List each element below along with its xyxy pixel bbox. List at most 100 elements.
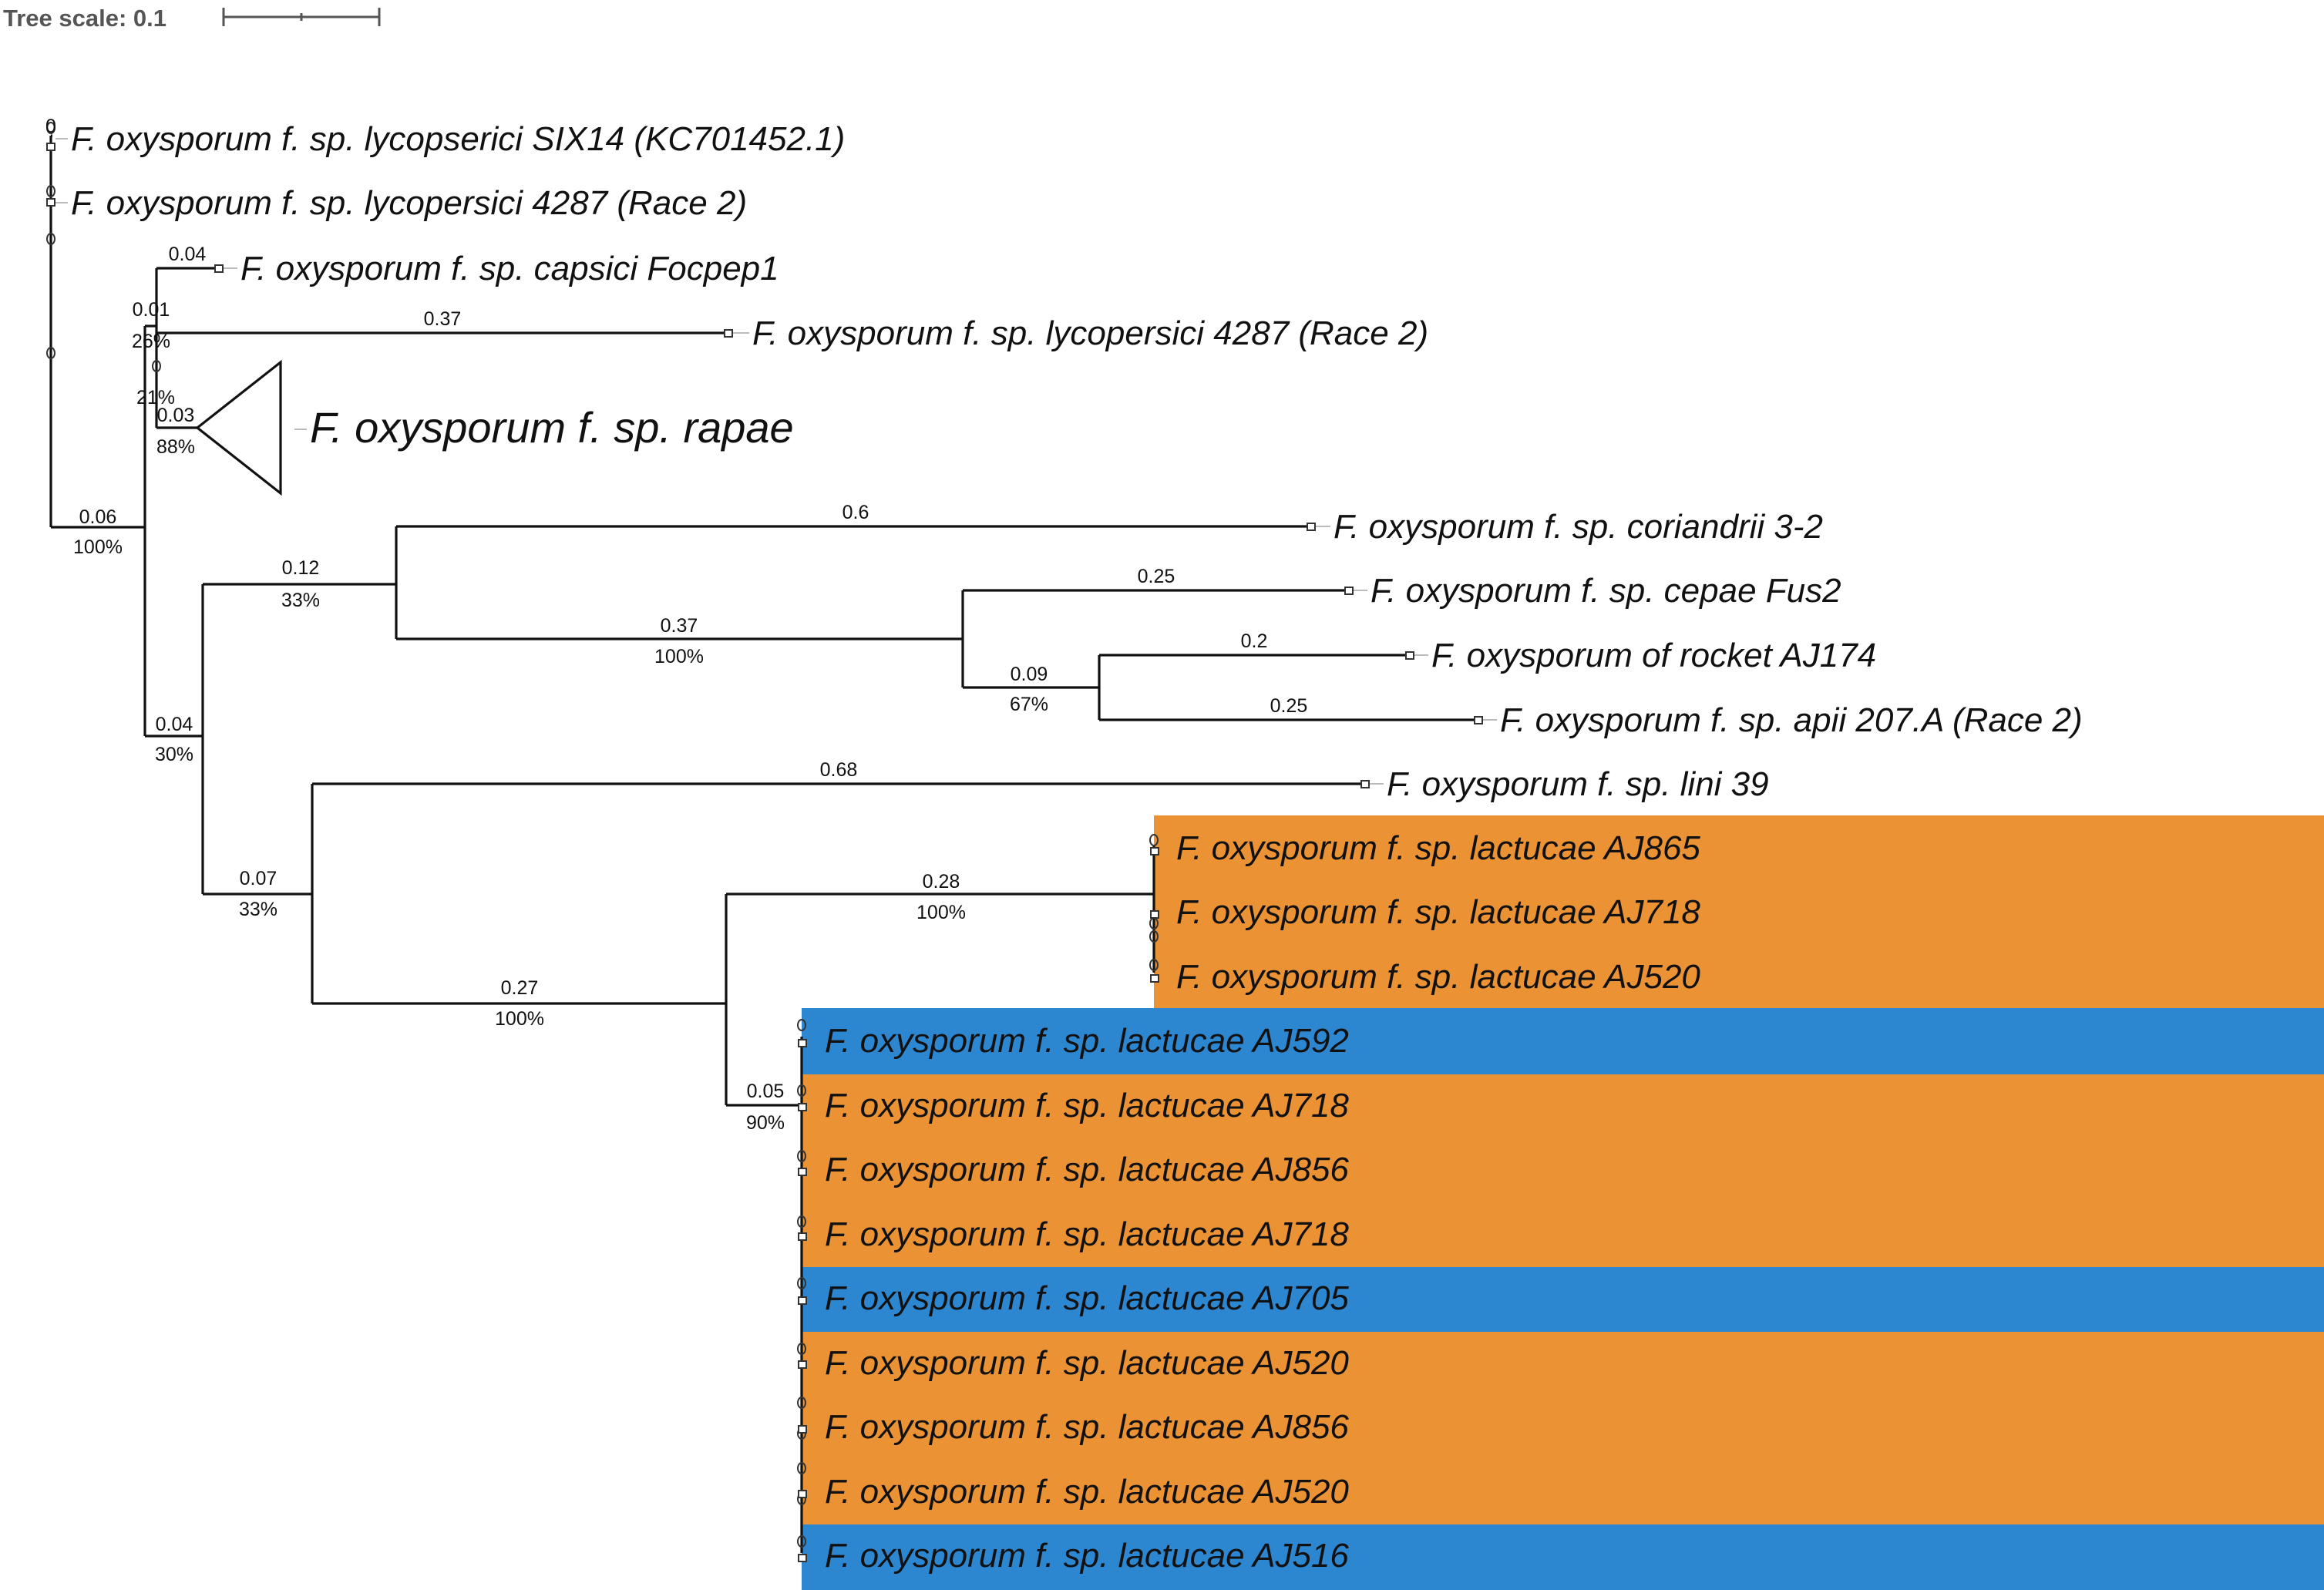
tip-label: F. oxysporum f. sp. lycopersici 4287 (Ra…: [752, 314, 1428, 352]
highlight-band-blue-3: [802, 1524, 2324, 1590]
collapsed-clade-label: F. oxysporum f. sp. rapae: [310, 403, 794, 452]
tip-label: F. oxysporum f. sp. apii 207.A (Race 2): [1500, 701, 2083, 739]
tip-label: F. oxysporum f. sp. lini 39: [1387, 765, 1769, 803]
branch-length-label: 0.6: [842, 502, 869, 523]
tip-marker: [798, 1425, 807, 1434]
branch-length-label: 0.04: [169, 244, 207, 265]
highlight-band-orange-3: [802, 1332, 2324, 1524]
zero-marker: [797, 1343, 806, 1355]
zero-marker: [797, 1462, 806, 1474]
tip-markers: [46, 143, 1483, 1562]
zero-marker: [46, 347, 55, 359]
tip-label: F. oxysporum f. sp. lactucae AJ865: [1176, 829, 1700, 867]
tip-marker: [46, 198, 55, 207]
node-length-label: 0.06: [79, 506, 117, 528]
tip-label: F. oxysporum f. sp. lycopserici SIX14 (K…: [71, 120, 845, 158]
tip-marker: [1344, 587, 1354, 595]
branches: [49, 134, 1478, 1553]
node-length-label: 0.12: [282, 557, 320, 579]
tip-label: F. oxysporum f. sp. lactucae AJ520: [825, 1473, 1349, 1511]
highlight-band-blue-2: [802, 1267, 2324, 1332]
zero-marker: [797, 1535, 806, 1548]
tip-marker: [798, 1039, 807, 1047]
node-support-label: 90%: [746, 1112, 785, 1134]
tip-marker: [1360, 780, 1370, 788]
tip-label: F. oxysporum f. sp. lactucae AJ856: [825, 1408, 1349, 1446]
tip-marker: [1405, 651, 1414, 660]
node-support-label: 33%: [281, 590, 320, 611]
tip-marker: [798, 1168, 807, 1176]
tip-marker: [798, 1360, 807, 1369]
tip-marker: [798, 1490, 807, 1498]
node-support-label: 100%: [495, 1008, 544, 1030]
node-support-label: 33%: [239, 899, 277, 920]
tip-label: F. oxysporum f. sp. coriandrii 3-2: [1334, 508, 1823, 546]
node-length-label: 0.05: [747, 1081, 785, 1102]
node-support-label: 100%: [916, 902, 966, 923]
tip-branch-lengths: 0 0.04 0.37 0.6 0.25 0.2 0.25 0.68: [45, 116, 1307, 781]
internal-node-labels: 0.06 100% 0.01 26% 21% 0.03 88% 0.04 30%…: [73, 299, 1048, 1134]
tip-label: F. oxysporum f. sp. lactucae AJ718: [1176, 893, 1700, 931]
tip-marker: [724, 329, 733, 338]
tip-label: F. oxysporum f. sp. lactucae AJ516: [825, 1537, 1349, 1575]
zero-marker: [152, 360, 161, 372]
node-length-label: 0.27: [501, 977, 539, 999]
highlight-band-orange-1: [1154, 815, 2324, 1008]
tree-scale: Tree scale: 0.1: [3, 5, 381, 32]
zero-marker: [46, 233, 55, 245]
node-support-label: 100%: [654, 646, 704, 667]
highlight-band-blue-1: [802, 1008, 2324, 1074]
node-length-label: 0.03: [157, 405, 195, 426]
node-length-label: 0.28: [923, 871, 960, 892]
tip-label: F. oxysporum f. sp. lycopersici 4287 (Ra…: [71, 184, 747, 222]
tip-label: F. oxysporum f. sp. capsici Focpep1: [240, 250, 779, 287]
zero-marker: [797, 1215, 806, 1228]
tip-marker: [1474, 716, 1483, 724]
tip-label: F. oxysporum f. sp. lactucae AJ592: [825, 1022, 1349, 1060]
node-support-label: 100%: [73, 536, 123, 558]
node-length-label: 0.37: [661, 615, 698, 637]
tip-label: F. oxysporum f. sp. lactucae AJ718: [825, 1087, 1349, 1124]
node-support-label: 26%: [132, 331, 170, 352]
tip-marker: [1150, 974, 1159, 983]
zero-marker: [1149, 930, 1159, 943]
tip-marker: [214, 264, 224, 273]
tip-label: F. oxysporum f. sp. lactucae AJ520: [1176, 958, 1700, 996]
tip-label: F. oxysporum f. sp. lactucae AJ718: [825, 1215, 1349, 1253]
tree-scale-title: Tree scale: 0.1: [3, 5, 166, 32]
branch-length-label: 0.37: [424, 308, 462, 330]
highlight-band-orange-2: [802, 1074, 2324, 1267]
zero-marker: [46, 122, 55, 134]
branch-length-label: 0: [45, 116, 56, 137]
branch-length-label: 0.25: [1270, 695, 1308, 717]
zero-marker: [797, 1397, 806, 1409]
tip-label: F. oxysporum f. sp. lactucae AJ705: [825, 1279, 1349, 1317]
zero-marker: [797, 1277, 806, 1289]
node-support-label: 67%: [1010, 694, 1048, 715]
zero-marker: [797, 1084, 806, 1097]
branch-length-label: 0.25: [1138, 566, 1175, 587]
tip-marker: [1307, 523, 1316, 531]
tip-labels: F. oxysporum f. sp. lycopserici SIX14 (K…: [71, 120, 2083, 1575]
tip-marker: [1150, 910, 1159, 919]
branch-length-label: 0.2: [1241, 630, 1268, 652]
node-length-label: 0.07: [240, 868, 277, 889]
tip-marker: [798, 1296, 807, 1305]
tip-marker: [798, 1103, 807, 1111]
tip-label: F. oxysporum f. sp. lactucae AJ520: [825, 1344, 1349, 1382]
tip-label: F. oxysporum of rocket AJ174: [1431, 637, 1876, 674]
tip-label: F. oxysporum f. sp. cepae Fus2: [1371, 572, 1841, 610]
label-ticks: [55, 138, 1497, 785]
node-support-label: 88%: [156, 436, 195, 458]
tip-marker: [46, 143, 55, 151]
zero-marker: [1149, 834, 1159, 846]
tip-marker: [798, 1232, 807, 1241]
collapsed-clade-triangle: [195, 359, 282, 496]
zero-marker: [797, 1150, 806, 1162]
highlight-bands: [802, 815, 2324, 1590]
zero-marker: [1149, 959, 1159, 971]
node-support-label: 30%: [155, 744, 193, 765]
node-length-label: 0.09: [1011, 664, 1048, 685]
zero-marker: [797, 1019, 806, 1031]
